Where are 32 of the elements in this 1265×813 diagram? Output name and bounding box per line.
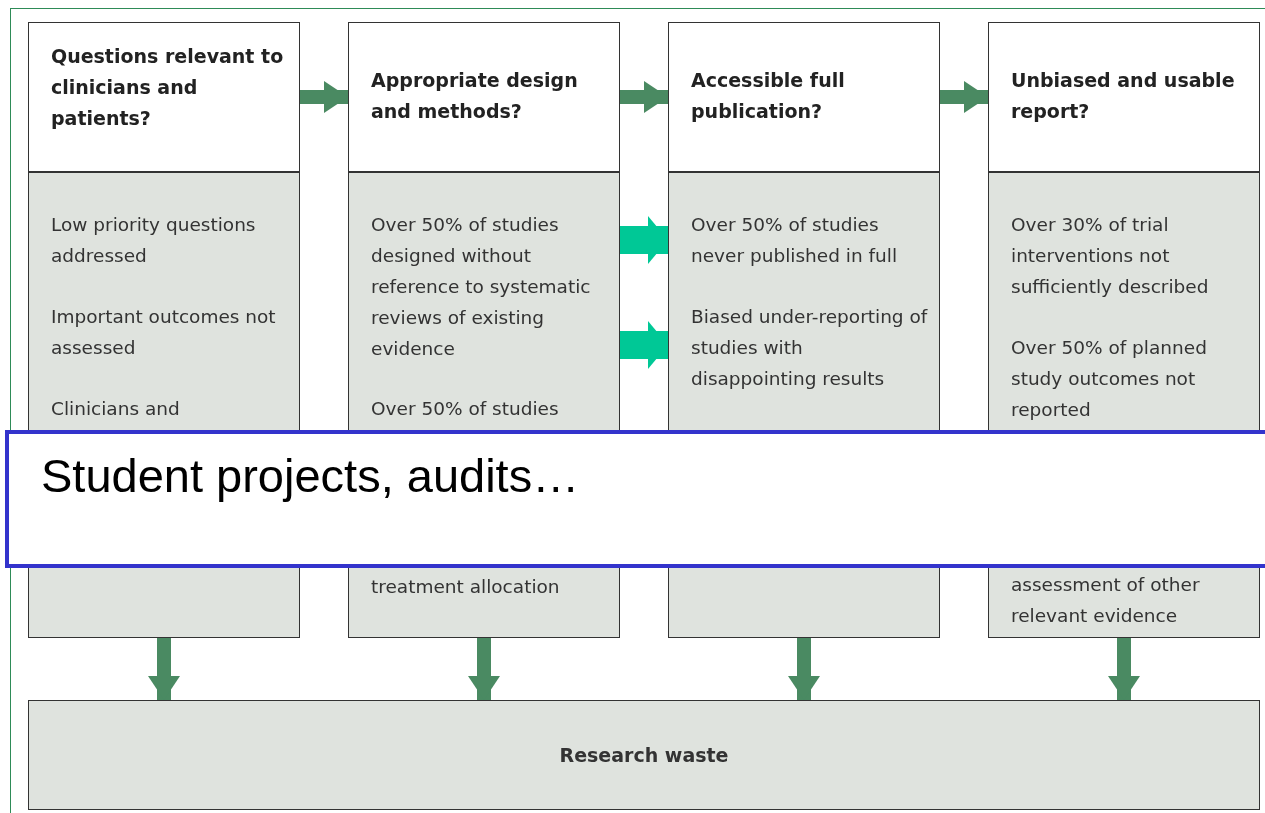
flow-arrow: [940, 81, 988, 113]
step-question: Questions relevant to clinicians and patients?: [51, 44, 285, 131]
step-header-box: [988, 22, 1260, 172]
flow-arrow: [1108, 638, 1140, 700]
flow-arrow: [300, 81, 348, 113]
finding-text: Over 50% of planned study outcomes not reported: [1011, 336, 1208, 422]
finding-text: Over 50% of studies: [371, 397, 560, 421]
finding-text: Important outcomes not assessed: [51, 305, 277, 360]
step-question: Accessible full publication?: [691, 68, 846, 124]
step-header-box: [668, 22, 940, 172]
flow-arrow: [788, 638, 820, 700]
step-header-box: [348, 22, 620, 172]
step-question: Appropriate design and methods?: [371, 68, 579, 124]
finding-text: Low priority questions addressed: [51, 213, 257, 268]
finding-text: Over 50% of studies designed without reference to systematic reviews of existing evidence: [371, 213, 592, 361]
overlay-dialog: [5, 430, 1265, 568]
step-header-box: [28, 22, 300, 172]
flow-arrow: [620, 321, 668, 369]
outcome-text: Research waste: [559, 744, 729, 766]
overlay-text: Student projects, audits…: [41, 448, 580, 503]
finding-text: Over 50% of studies never published in full: [691, 213, 899, 268]
finding-text: Clinicians and: [51, 397, 181, 421]
flow-arrow: [148, 638, 180, 700]
flow-arrow: [620, 216, 668, 264]
flow-arrow: [468, 638, 500, 700]
finding-text: assessment of other relevant evidence: [1011, 573, 1201, 628]
finding-text: Over 30% of trial interventions not sufficiently described: [1011, 213, 1210, 299]
finding-text: treatment allocation: [371, 575, 561, 599]
finding-text: Biased under-reporting of studies with disappointing results: [691, 305, 929, 391]
outcome-box: [28, 700, 1260, 810]
flow-arrow: [620, 81, 668, 113]
step-question: Unbiased and usable report?: [1011, 68, 1236, 124]
